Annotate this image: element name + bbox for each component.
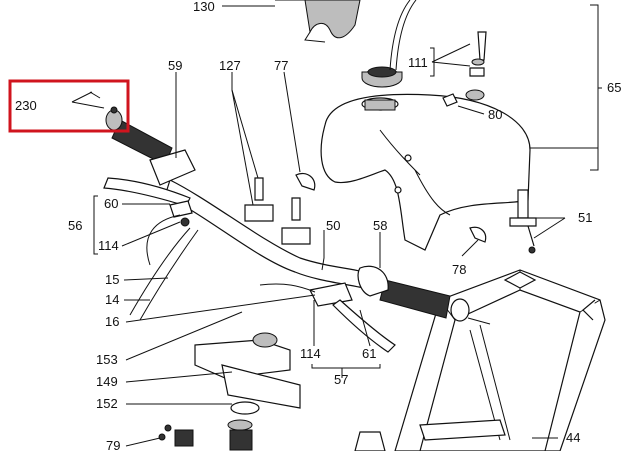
label-80: 80	[488, 107, 502, 122]
fuel-cap-part	[361, 0, 417, 88]
leader-lines	[71, 4, 602, 447]
tank-bolt-part	[442, 31, 487, 107]
label-153: 153	[96, 352, 118, 367]
label-44: 44	[566, 430, 580, 445]
label-65: 65	[607, 80, 621, 95]
fuel-tank-part	[320, 93, 531, 251]
highlight-box	[8, 79, 130, 133]
label-51: 51	[578, 210, 592, 225]
label-57: 57	[334, 372, 348, 387]
label-16: 16	[105, 314, 119, 329]
label-78: 78	[452, 262, 466, 277]
label-77: 77	[274, 58, 288, 73]
label-230: 230	[15, 98, 37, 113]
part-labels: 130 59 127 77 111 65 80 230 60 56 114 50…	[15, 0, 621, 451]
clamp-parts	[244, 172, 316, 245]
label-15: 15	[105, 272, 119, 287]
seat-part-130	[275, 0, 361, 43]
label-58: 58	[373, 218, 387, 233]
label-127: 127	[219, 58, 241, 73]
petcock-part	[509, 189, 537, 254]
label-61: 61	[362, 346, 376, 361]
label-114-right: 114	[300, 346, 321, 361]
frame-part	[354, 269, 606, 451]
clip-part-78	[469, 226, 487, 243]
label-56: 56	[68, 218, 82, 233]
label-14: 14	[105, 292, 119, 307]
label-59: 59	[168, 58, 182, 73]
label-149: 149	[96, 374, 118, 389]
label-60: 60	[104, 196, 118, 211]
label-130: 130	[193, 0, 215, 14]
triple-clamp-part	[158, 332, 301, 451]
label-114-left: 114	[98, 238, 119, 253]
label-79: 79	[106, 438, 120, 451]
label-50: 50	[326, 218, 340, 233]
cables-part	[129, 214, 316, 321]
label-152: 152	[96, 396, 118, 411]
left-lever-part	[103, 149, 196, 227]
label-111: 111	[408, 55, 428, 70]
